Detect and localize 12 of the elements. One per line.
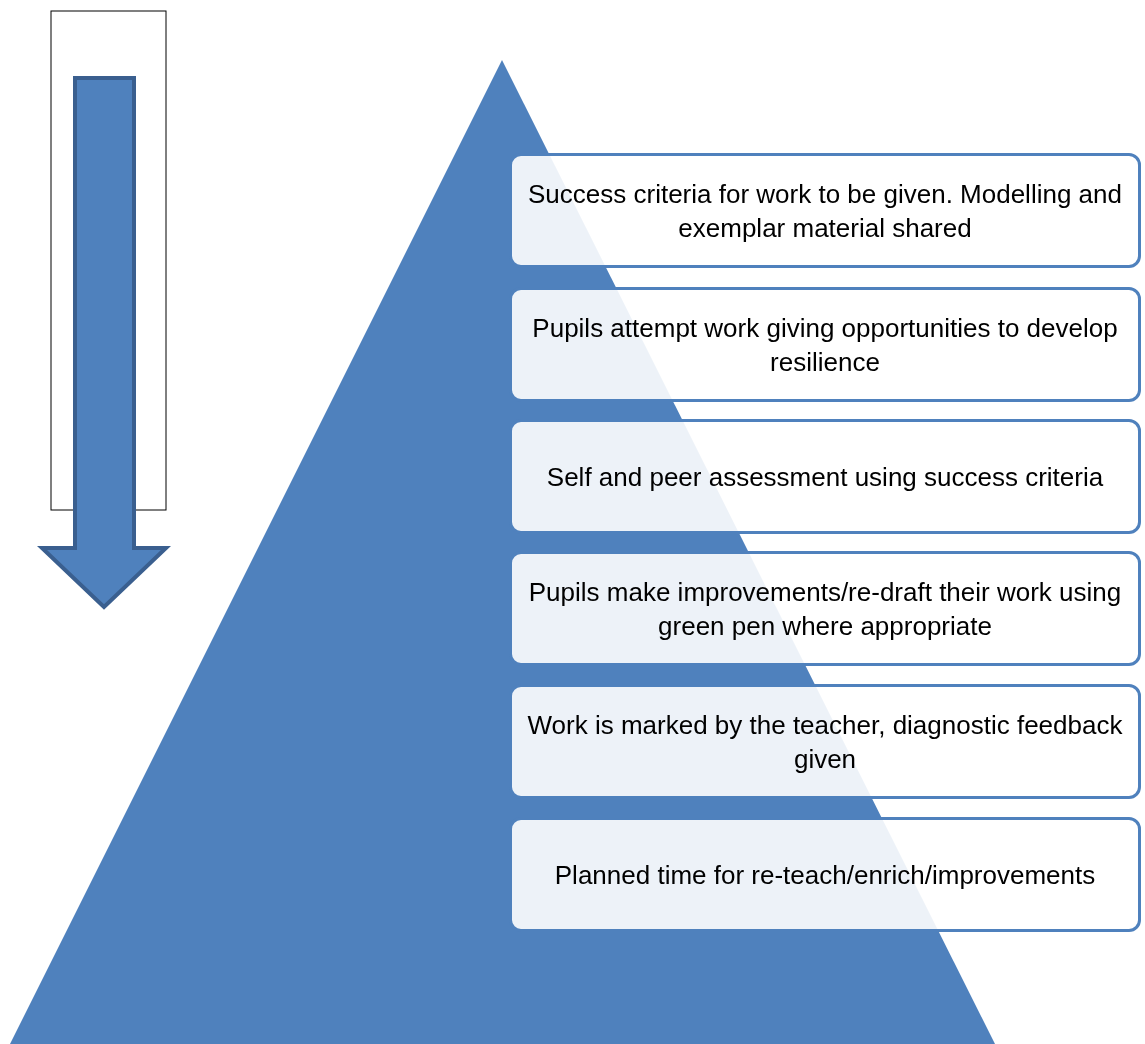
step-text: Planned time for re-teach/enrich/improvements — [554, 858, 1096, 892]
step-text: Pupils attempt work giving opportunities to develop resilience — [531, 311, 1119, 379]
step-box — [509, 419, 1141, 534]
step-text: Work is marked by the teacher, diagnostic feedback given — [526, 708, 1124, 776]
step-box — [509, 817, 1141, 932]
step-box — [509, 153, 1141, 268]
step-text: Success criteria for work to be given. Modelling and exemplar material shared — [527, 177, 1123, 245]
step-box — [509, 551, 1141, 666]
step-box — [509, 684, 1141, 799]
step-box — [509, 287, 1141, 402]
step-text: Pupils make improvements/re-draft their work using green pen where appropriate — [527, 575, 1123, 643]
step-text: Self and peer assessment using success criteria — [546, 460, 1104, 494]
